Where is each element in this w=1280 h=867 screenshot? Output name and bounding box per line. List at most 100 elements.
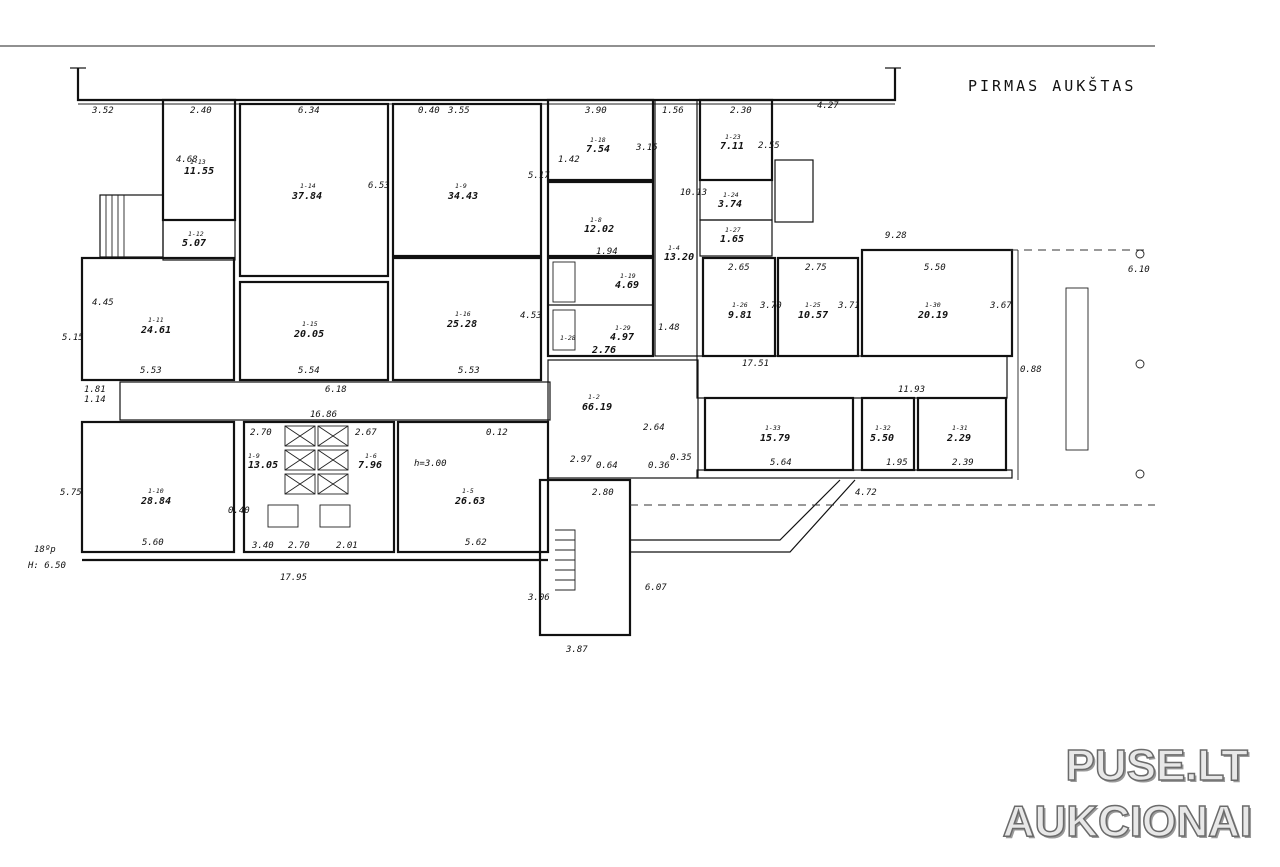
room-outline	[80, 256, 236, 382]
svg-text:7.11: 7.11	[720, 141, 744, 152]
room-label: 1-243.74	[717, 191, 742, 210]
watermark-line-2: AUKCIONAI	[1002, 797, 1253, 846]
room-label: 1-271.65	[720, 226, 744, 245]
svg-text:2.76: 2.76	[591, 345, 616, 356]
room-label: 1-812.02	[584, 216, 614, 235]
svg-text:28.84: 28.84	[140, 496, 171, 507]
svg-text:2.30: 2.30	[730, 106, 752, 116]
svg-text:1.14: 1.14	[84, 395, 106, 405]
post-marker	[1135, 469, 1145, 479]
room-label: 1-237.11	[720, 133, 744, 152]
svg-text:5.17: 5.17	[528, 171, 550, 181]
top-exterior-wall	[76, 68, 897, 102]
svg-text:6.07: 6.07	[645, 583, 667, 593]
svg-text:13.20: 13.20	[664, 252, 694, 263]
sink	[267, 504, 299, 528]
svg-text:1-19: 1-19	[620, 272, 636, 280]
sink	[319, 504, 351, 528]
ramp-inner	[630, 479, 856, 553]
svg-text:0.36: 0.36	[648, 461, 670, 471]
svg-text:7.96: 7.96	[358, 460, 382, 471]
room-label: 1-413.20	[664, 244, 694, 263]
svg-text:1-23: 1-23	[725, 133, 741, 141]
svg-text:11.55: 11.55	[184, 166, 214, 177]
svg-text:17.95: 17.95	[280, 573, 307, 583]
svg-text:0.88: 0.88	[1020, 365, 1042, 375]
corridor-north	[654, 99, 698, 357]
svg-text:66.19: 66.19	[582, 402, 612, 413]
room-label: 1-125.07	[182, 230, 206, 249]
svg-text:9.28: 9.28	[885, 231, 907, 241]
svg-text:2.80: 2.80	[592, 488, 614, 498]
svg-text:1.65: 1.65	[720, 234, 744, 245]
svg-text:15.79: 15.79	[760, 433, 790, 444]
svg-text:1-33: 1-33	[765, 424, 781, 432]
watermark-line-1: PUSE.LT	[1065, 741, 1249, 790]
room-label: 1-187.54	[586, 136, 610, 155]
svg-text:3.67: 3.67	[989, 301, 1012, 311]
svg-text:2.97: 2.97	[570, 455, 592, 465]
svg-text:0.35: 0.35	[670, 453, 692, 463]
svg-text:3.40: 3.40	[251, 541, 274, 551]
svg-text:1-9: 1-9	[248, 452, 260, 460]
svg-text:3.52: 3.52	[91, 106, 114, 116]
stairs-left	[99, 194, 164, 258]
room-outline	[546, 180, 655, 258]
ceiling-height-note: h=3.00	[414, 459, 447, 469]
svg-text:25.28: 25.28	[446, 319, 477, 330]
room-label: 1-913.05	[248, 452, 278, 471]
svg-text:5.60: 5.60	[142, 538, 164, 548]
svg-text:1-13: 1-13	[190, 158, 206, 166]
hall-area	[547, 359, 699, 479]
room-outline	[699, 219, 773, 257]
room-label: 1-266.19	[582, 393, 612, 413]
svg-text:1-11: 1-11	[148, 316, 164, 324]
svg-text:1-25: 1-25	[805, 301, 821, 309]
svg-text:1-9: 1-9	[455, 182, 467, 190]
svg-text:4.97: 4.97	[610, 332, 634, 343]
room-label: 1-282.76	[560, 334, 616, 356]
svg-text:1-31: 1-31	[952, 424, 968, 432]
svg-text:4.53: 4.53	[520, 311, 542, 321]
svg-text:0.40: 0.40	[228, 506, 250, 516]
svg-text:1.95: 1.95	[886, 458, 908, 468]
svg-text:2.29: 2.29	[946, 433, 971, 444]
svg-text:2.64: 2.64	[643, 423, 665, 433]
svg-text:4.68: 4.68	[176, 155, 198, 165]
svg-text:1.81: 1.81	[84, 385, 106, 395]
svg-text:7.54: 7.54	[586, 144, 610, 155]
svg-text:2.65: 2.65	[728, 263, 750, 273]
svg-text:1-8: 1-8	[590, 216, 602, 224]
svg-text:1-29: 1-29	[615, 324, 631, 332]
room-outline	[238, 280, 390, 382]
svg-text:1.48: 1.48	[658, 323, 680, 333]
room-label: 1-526.63	[454, 487, 485, 507]
svg-text:3.15: 3.15	[635, 143, 658, 153]
svg-text:16.86: 16.86	[310, 410, 337, 420]
outdoor-bench	[1065, 287, 1089, 451]
svg-text:17.51: 17.51	[742, 359, 769, 369]
svg-text:1.94: 1.94	[596, 247, 618, 257]
svg-text:4.45: 4.45	[92, 298, 114, 308]
svg-text:3.55: 3.55	[447, 106, 470, 116]
svg-text:1-24: 1-24	[723, 191, 739, 199]
svg-text:24.61: 24.61	[140, 325, 171, 336]
stove-grid	[284, 425, 349, 495]
svg-text:5.54: 5.54	[298, 366, 320, 376]
svg-text:12.02: 12.02	[584, 224, 614, 235]
room-outline	[546, 256, 655, 358]
svg-text:1-6: 1-6	[365, 452, 377, 460]
svg-text:5.75: 5.75	[60, 488, 82, 498]
svg-text:1-2: 1-2	[588, 393, 600, 401]
svg-text:4.69: 4.69	[615, 280, 639, 291]
svg-text:4.72: 4.72	[855, 488, 877, 498]
post-marker	[1135, 249, 1145, 259]
svg-text:1.56: 1.56	[662, 106, 684, 116]
